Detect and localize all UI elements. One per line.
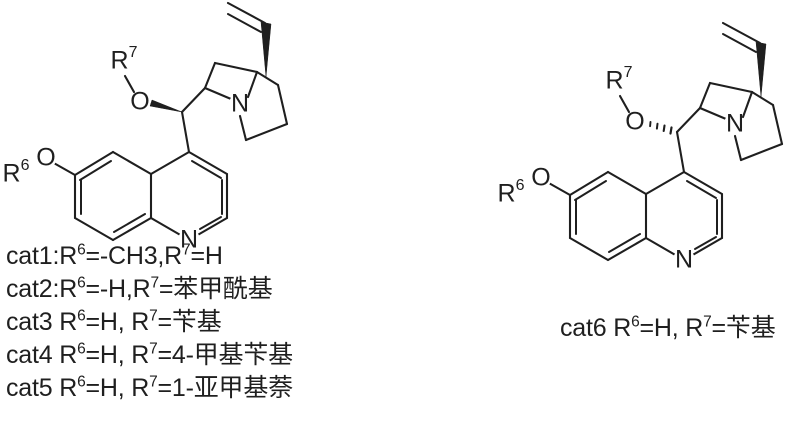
r7-ether-oxygen-label: O: [130, 88, 149, 116]
quinuclidine-nitrogen-label: N: [231, 90, 249, 118]
legend-line-cat6: cat6 R6=H, R7=苄基: [560, 313, 776, 342]
left-structure: N O R6 O R7 N: [3, 1, 289, 254]
r7-group-label-left: R7: [111, 44, 138, 74]
quinoline-nitrogen-label: N: [180, 226, 198, 254]
r6-group-label-left: R6: [3, 157, 30, 187]
legend-line-cat5: cat5 R6=H, R7=1-亚甲基萘: [6, 373, 293, 402]
stereo-bond-hashed-wedge-right: [642, 119, 673, 135]
stereo-bond-solid-wedge-left: [149, 99, 183, 113]
right-structure: N O R6 O R7 N: [498, 21, 784, 274]
legend-left: cat1:R6=-CH3,R7=H cat2:R6=-H,R7=苯甲酰基 cat…: [6, 240, 406, 405]
quinoline-nitrogen-label: N: [675, 246, 693, 274]
legend-right: cat6 R6=H, R7=苄基: [560, 312, 800, 345]
legend-line-cat3: cat3 R6=H, R7=苄基: [6, 307, 222, 336]
r7-group-label-right: R7: [606, 64, 633, 94]
legend-line-cat1: cat1:R6=-CH3,R7=H: [6, 241, 223, 270]
legend-line-cat2: cat2:R6=-H,R7=苯甲酰基: [6, 274, 273, 303]
legend-line-cat4: cat4 R6=H, R7=4-甲基苄基: [6, 340, 293, 369]
vinyl-wedge-bond-left: [260, 21, 272, 78]
r7-ether-oxygen-label: O: [625, 108, 644, 136]
r6-ether-oxygen-label: O: [36, 144, 55, 172]
r6-ether-oxygen-label: O: [531, 164, 550, 192]
quinuclidine-nitrogen-label: N: [726, 110, 744, 138]
r6-group-label-right: R6: [498, 177, 525, 207]
vinyl-wedge-bond-right: [755, 41, 767, 98]
